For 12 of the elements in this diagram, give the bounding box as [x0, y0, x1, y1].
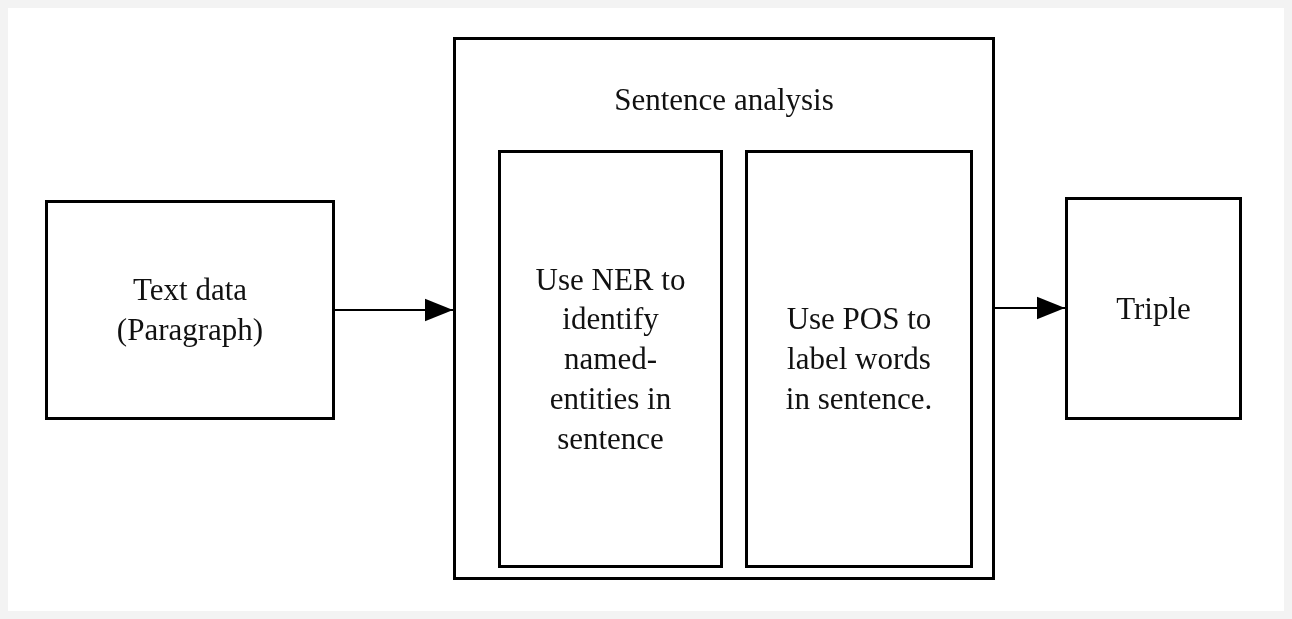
process-box [45, 200, 335, 420]
box-label: Use NER to identify named-entities in sentence [535, 260, 686, 458]
box-label: Triple [1115, 289, 1192, 328]
arrow [334, 298, 454, 322]
arrow [994, 296, 1066, 320]
group-box [453, 37, 995, 580]
process-box [745, 150, 973, 568]
process-box [498, 150, 723, 568]
group-title: Sentence analysis [613, 81, 835, 119]
box-label: Text data (Paragraph) [115, 271, 265, 349]
box-label: Use POS to label words in sentence. [784, 300, 934, 418]
process-box [1065, 197, 1242, 420]
